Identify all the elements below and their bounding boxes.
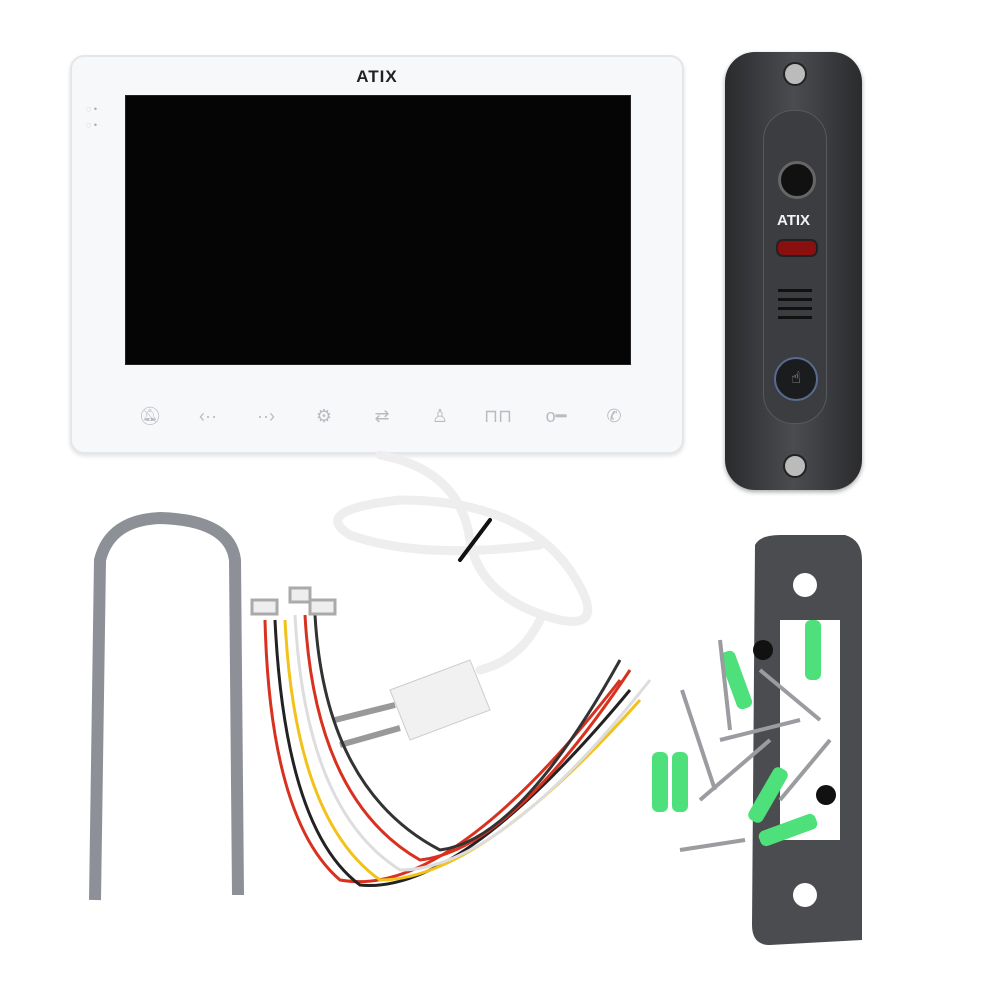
mounting-bracket	[89, 511, 244, 901]
camera-lens-icon	[778, 161, 816, 199]
mounting-plate	[752, 535, 862, 945]
door-open-icon[interactable]: ⊓⊓	[483, 405, 513, 426]
top-screw	[783, 62, 807, 86]
monitor-button-row: 🔕︎ ‹·· ··› ⚙︎ ⇄ ♙ ⊓⊓ o━ ✆	[132, 402, 632, 430]
status-leds: ◌ •◌ •	[86, 104, 97, 130]
call-button[interactable]: ☝︎	[774, 357, 818, 401]
wall-dowels	[652, 620, 821, 847]
gear-icon[interactable]: ⚙︎	[315, 405, 333, 426]
door-panel-logo: ATIX	[776, 212, 811, 229]
transfer-icon[interactable]: ⇄	[374, 405, 390, 426]
user-icon[interactable]: ♙	[431, 405, 449, 426]
mute-bell-icon[interactable]: 🔕︎	[138, 405, 162, 426]
door-call-panel: ☝︎ ATIX	[725, 52, 862, 490]
right-arrow-icon[interactable]: ··›	[257, 405, 275, 426]
phone-icon[interactable]: ✆	[606, 405, 622, 426]
monitor-screen	[125, 95, 631, 365]
power-plug	[334, 659, 491, 748]
ir-indicator	[776, 239, 818, 257]
video-intercom-monitor: ATIX ◌ •◌ • 🔕︎ ‹·· ··› ⚙︎ ⇄ ♙ ⊓⊓ o━ ✆	[70, 55, 684, 454]
monitor-logo: ATIX	[356, 67, 398, 86]
key-icon[interactable]: o━	[545, 405, 567, 426]
power-cable	[333, 450, 593, 675]
screws	[679, 639, 832, 852]
bottom-screw	[783, 454, 807, 478]
wire-harness	[250, 586, 652, 887]
left-arrow-icon[interactable]: ‹··	[199, 405, 217, 426]
speaker-grille	[778, 283, 812, 323]
door-panel-face: ☝︎	[763, 110, 827, 424]
